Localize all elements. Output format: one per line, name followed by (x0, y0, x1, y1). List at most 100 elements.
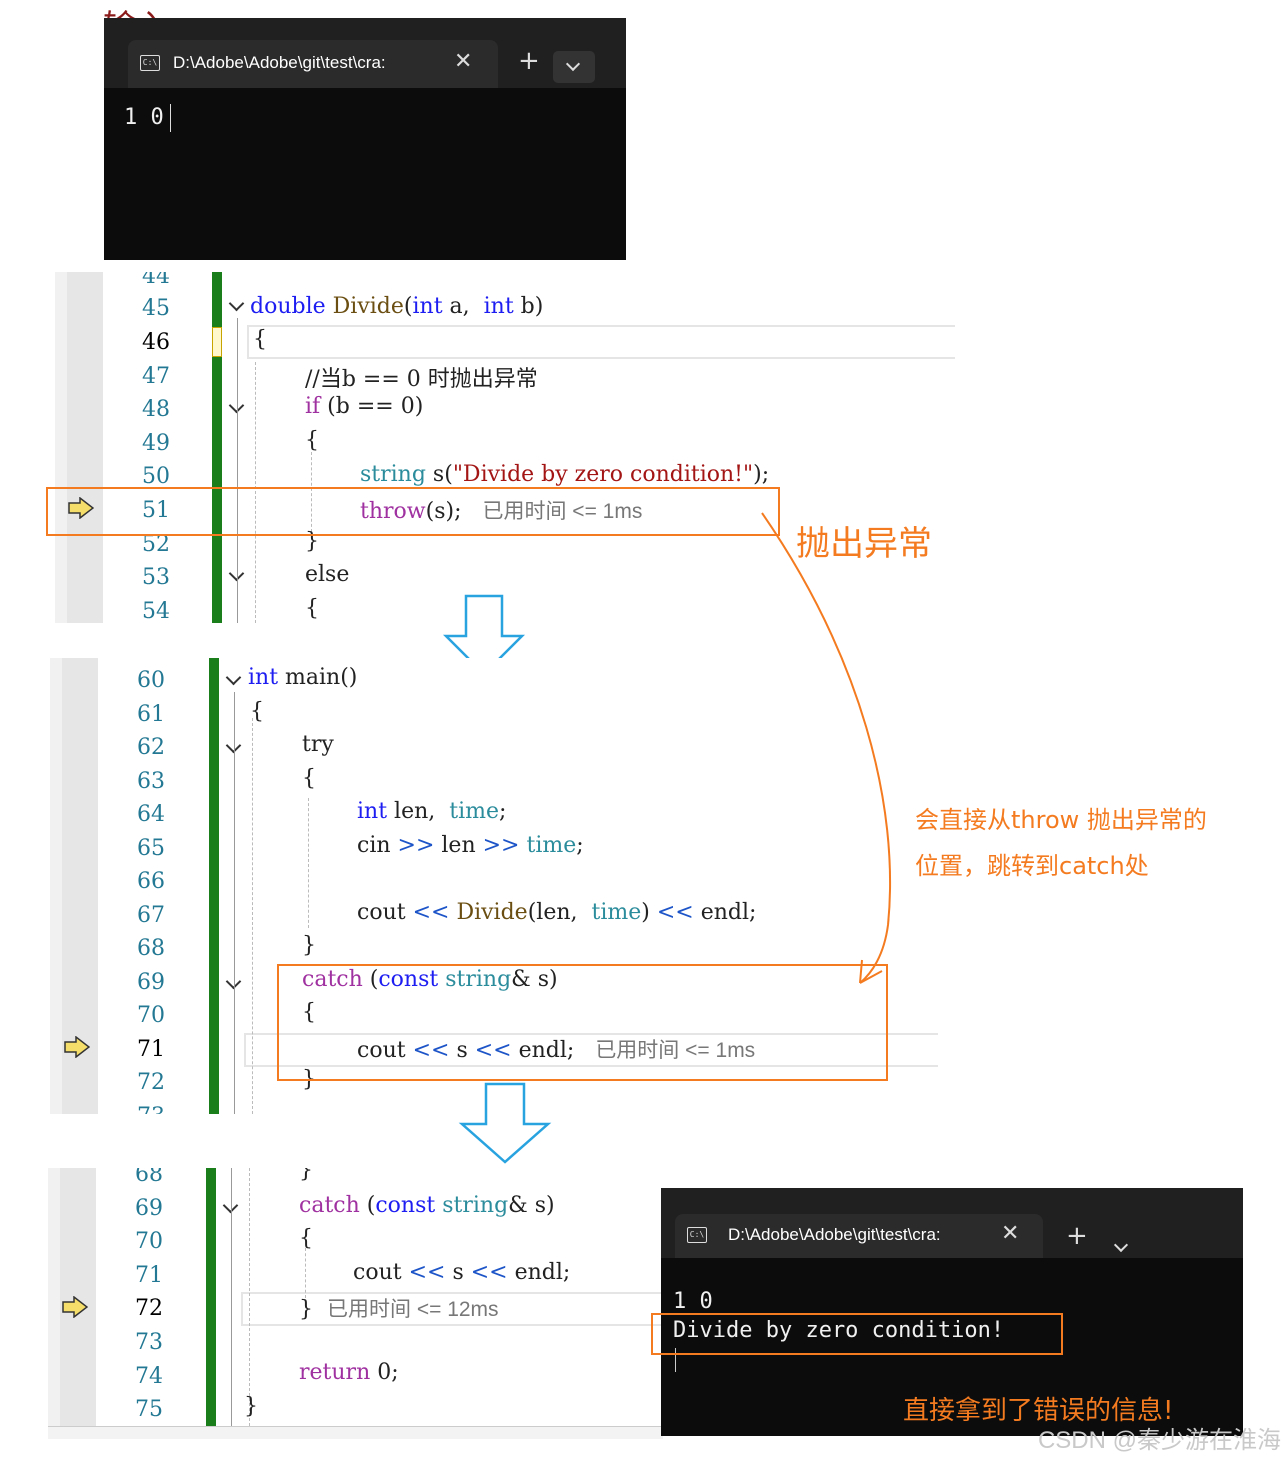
current-line-highlight (247, 325, 955, 359)
elapsed-time-hint: 已用时间 <= 12ms (327, 1298, 499, 1321)
code-line-46: { (253, 327, 267, 352)
code-line-68: } (299, 1168, 313, 1183)
indent-guide (255, 362, 256, 623)
line-number: 69 (135, 1196, 163, 1221)
terminal-window-bottom: C:\ D:\Adobe\Adobe\git\test\cra: ✕ + 1 0… (661, 1188, 1243, 1436)
current-line-highlight (244, 1033, 938, 1067)
code-pane-main: 60 61 62 63 64 65 66 67 68 69 70 71 72 7… (50, 658, 938, 1114)
code-line-53: else (305, 562, 350, 587)
change-indicator-bar (212, 272, 222, 623)
code-line-65: cin >> len >> time; (357, 833, 584, 858)
jump-annotation-line2: 位置，跳转到catch处 (915, 852, 1149, 880)
text-cursor (169, 104, 171, 132)
elapsed-time-hint: 已用时间 <= 1ms (482, 500, 643, 523)
execution-pointer-icon (64, 1036, 90, 1058)
close-tab-icon[interactable]: ✕ (454, 49, 473, 74)
jump-arrow-connector (761, 512, 891, 984)
indent-guide (231, 1168, 232, 1426)
code-line-72: } 已用时间 <= 12ms (299, 1297, 499, 1322)
code-line-61: { (250, 699, 264, 724)
indent-guide (234, 692, 235, 1114)
line-number: 54 (142, 599, 170, 623)
terminal-tab-title: D:\Adobe\Adobe\git\test\cra: (173, 53, 386, 72)
line-number: 73 (135, 1330, 163, 1355)
line-number: 48 (142, 397, 170, 422)
throw-annotation: 抛出异常 (796, 524, 932, 564)
line-number: 44 (142, 272, 170, 289)
line-number: 45 (142, 296, 170, 321)
line-number: 64 (137, 802, 165, 827)
error-output-highlight-box (651, 1313, 1063, 1355)
new-tab-button[interactable]: + (518, 46, 540, 76)
terminal-icon: C:\ (687, 1227, 707, 1243)
line-number: 71 (137, 1037, 165, 1062)
fold-toggle-icon[interactable] (228, 295, 245, 312)
change-indicator-yellow (212, 327, 222, 357)
line-number: 74 (135, 1364, 163, 1389)
line-number: 72 (137, 1070, 165, 1095)
terminal-output-line: 1 0 (673, 1289, 713, 1314)
terminal-tab[interactable]: C:\ D:\Adobe\Adobe\git\test\cra: ✕ (128, 40, 498, 88)
code-line-45: double Divide(int a, int b) (250, 294, 544, 319)
indent-guide (252, 718, 253, 1114)
code-line-51: throw(s); 已用时间 <= 1ms (360, 499, 643, 524)
terminal-tab-bar: C:\ D:\Adobe\Adobe\git\test\cra: ✕ + (661, 1188, 1243, 1258)
code-line-70: { (302, 1000, 316, 1025)
terminal-tab[interactable]: C:\ D:\Adobe\Adobe\git\test\cra: ✕ (675, 1214, 1043, 1258)
line-number: 53 (142, 565, 170, 590)
code-line-64: int len, time; (357, 799, 507, 824)
indent-guide (308, 798, 309, 928)
terminal-output-line: 1 0 (124, 104, 171, 132)
line-number: 50 (142, 464, 170, 489)
line-number: 47 (142, 364, 170, 389)
indent-guide (305, 1248, 306, 1298)
watermark: CSDN @秦少游在淮海 (1037, 1427, 1281, 1454)
line-number: 70 (137, 1003, 165, 1028)
line-number: 69 (137, 970, 165, 995)
line-number: 72 (135, 1296, 163, 1321)
jump-annotation-line1: 会直接从throw 抛出异常的 (915, 806, 1207, 834)
code-line-47: //当b == 0 时抛出异常 (305, 367, 538, 392)
terminal-tab-bar: C:\ D:\Adobe\Adobe\git\test\cra: ✕ + (104, 18, 626, 88)
chevron-down-icon[interactable] (1101, 1232, 1143, 1264)
code-pane-divide: 44 45 46 47 48 49 50 51 52 53 54 double … (55, 272, 955, 623)
line-number: 60 (137, 668, 165, 693)
line-number: 71 (135, 1263, 163, 1288)
code-line-49: { (305, 428, 319, 453)
code-pane-catch: 68 69 70 71 72 73 74 75 } catch (const s… (48, 1168, 663, 1426)
new-tab-button[interactable]: + (1066, 1221, 1088, 1251)
fold-toggle-icon[interactable] (225, 669, 242, 686)
line-number: 51 (142, 498, 170, 523)
line-number: 61 (137, 702, 165, 727)
current-line-highlight (241, 1292, 663, 1326)
code-line-71: cout << s << endl; 已用时间 <= 1ms (357, 1038, 756, 1063)
line-number: 66 (137, 869, 165, 894)
code-line-48: if (b == 0) (305, 394, 424, 419)
code-line-50: string s("Divide by zero condition!"); (360, 462, 770, 487)
elapsed-time-hint: 已用时间 <= 1ms (595, 1039, 756, 1062)
code-line-69: catch (const string& s) (299, 1193, 555, 1218)
breakpoint-gutter[interactable] (48, 1168, 96, 1426)
change-indicator-bar (206, 1168, 216, 1426)
code-line-54: { (305, 596, 319, 621)
code-line-60: int main() (248, 665, 358, 690)
throw-line-highlight-box (46, 487, 780, 536)
line-number: 68 (135, 1168, 163, 1187)
line-number: 49 (142, 431, 170, 456)
editor-status-bar (48, 1426, 663, 1439)
terminal-icon: C:\ (140, 55, 160, 71)
breakpoint-gutter[interactable] (50, 658, 98, 1114)
line-number: 63 (137, 769, 165, 794)
terminal-output-line: Divide by zero condition! (673, 1318, 1005, 1343)
terminal-window-top: C:\ D:\Adobe\Adobe\git\test\cra: ✕ + 1 0 (104, 18, 626, 260)
result-annotation: 直接拿到了错误的信息! (903, 1396, 1174, 1426)
chevron-down-icon[interactable] (553, 51, 595, 83)
code-line-71: cout << s << endl; (353, 1260, 571, 1285)
code-line-69: catch (const string& s) (302, 967, 558, 992)
line-number: 46 (142, 330, 170, 355)
code-line-74: return 0; (299, 1360, 399, 1385)
line-number: 73 (90, 1104, 165, 1114)
execution-pointer-icon (62, 1296, 88, 1318)
close-tab-icon[interactable]: ✕ (1001, 1221, 1020, 1246)
catch-block-highlight-box (277, 964, 888, 1081)
